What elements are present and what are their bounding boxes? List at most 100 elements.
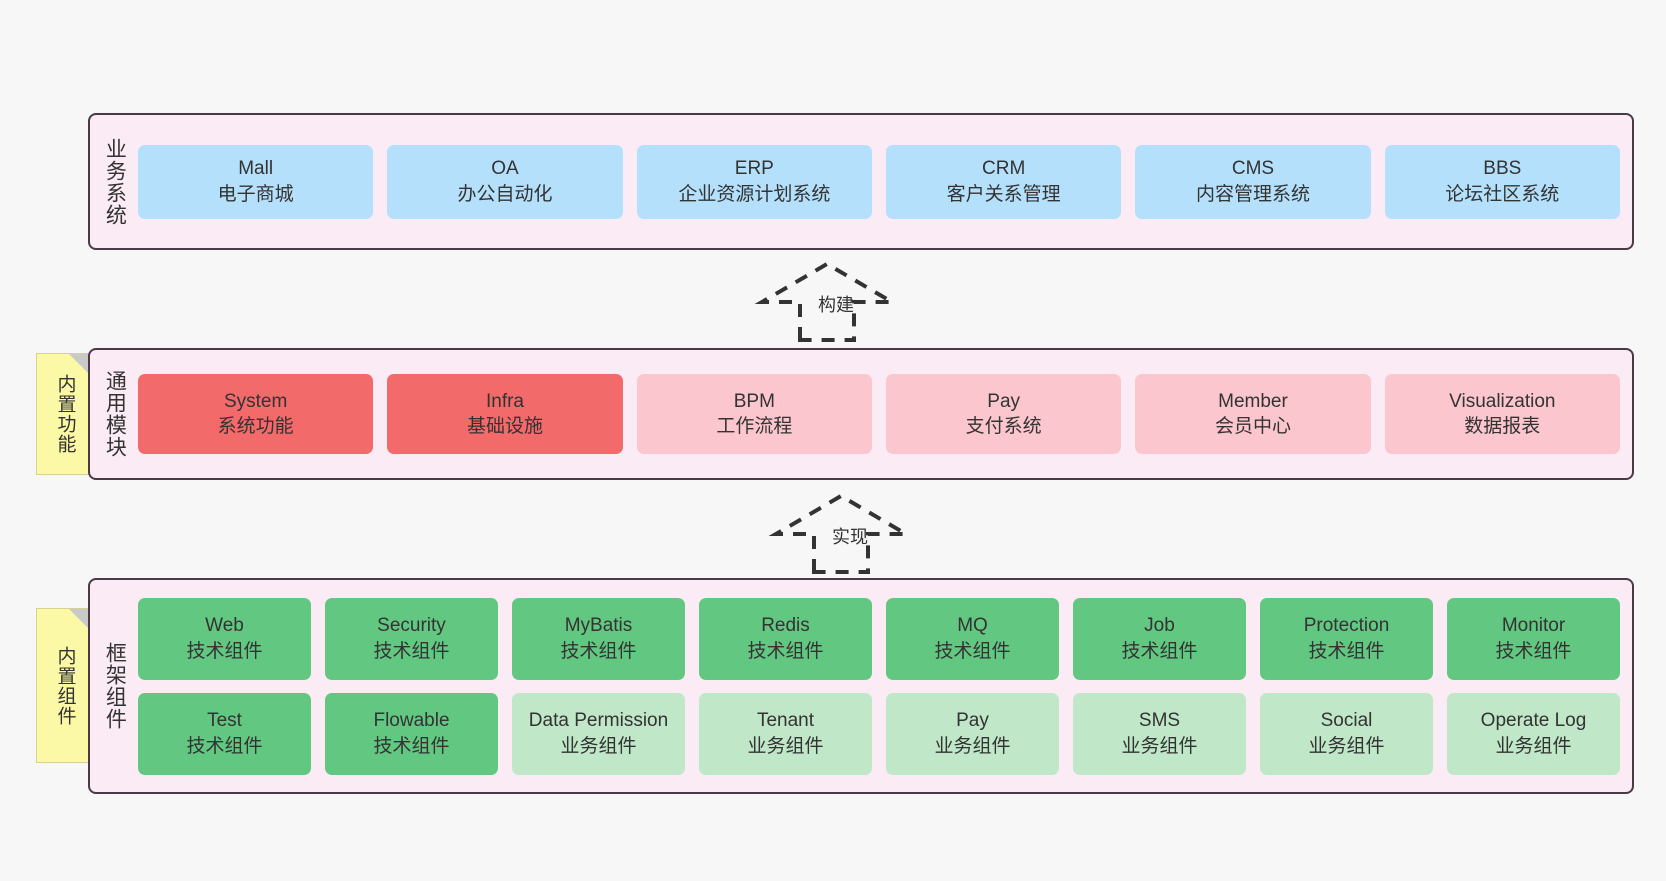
card-title: Member bbox=[1218, 390, 1288, 412]
card-title: Monitor bbox=[1501, 615, 1566, 637]
card-web[interactable]: Web 技术组件 bbox=[138, 597, 311, 680]
card-title: Test bbox=[207, 710, 242, 732]
layer-body-module: System 系统功能 Infra 基础设施 BPM 工作流程 Pay 支付系统… bbox=[138, 350, 1632, 478]
card-operate-log[interactable]: Operate Log 业务组件 bbox=[1447, 692, 1620, 775]
layer-common-module: 通用模块 System 系统功能 Infra 基础设施 BPM 工作流程 Pay… bbox=[88, 348, 1634, 480]
up-arrow-icon bbox=[754, 261, 900, 342]
card-title: Tenant bbox=[756, 710, 815, 732]
card-social[interactable]: Social 业务组件 bbox=[1260, 692, 1433, 775]
layer-title-module: 通用模块 bbox=[103, 370, 127, 458]
card-title: Social bbox=[1320, 710, 1373, 732]
arrow-build: 构建 bbox=[752, 258, 902, 348]
card-title: CRM bbox=[982, 158, 1026, 180]
card-title: Pay bbox=[987, 390, 1021, 412]
card-flowable[interactable]: Flowable 技术组件 bbox=[325, 692, 498, 775]
card-title: CMS bbox=[1231, 158, 1275, 180]
card-bpm[interactable]: BPM 工作流程 bbox=[636, 374, 872, 454]
card-mybatis[interactable]: MyBatis 技术组件 bbox=[512, 597, 685, 680]
note-label: 内置组件 bbox=[54, 645, 76, 726]
fold-corner-icon bbox=[69, 609, 91, 631]
card-title: SMS bbox=[1138, 710, 1181, 732]
card-subtitle: 业务组件 bbox=[560, 735, 637, 757]
card-cms[interactable]: CMS 内容管理系统 bbox=[1135, 144, 1371, 219]
card-crm[interactable]: CRM 客户关系管理 bbox=[885, 144, 1122, 219]
card-system[interactable]: System 系统功能 bbox=[138, 374, 374, 454]
layer-body-business: Mall 电子商城 OA 办公自动化 ERP 企业资源计划系统 CRM 客户关系… bbox=[138, 115, 1632, 248]
card-title: BBS bbox=[1483, 158, 1522, 180]
layer-title-business: 业务系统 bbox=[103, 137, 127, 226]
card-row: Mall 电子商城 OA 办公自动化 ERP 企业资源计划系统 CRM 客户关系… bbox=[138, 144, 1620, 219]
card-title: Data Permission bbox=[528, 710, 669, 732]
card-test[interactable]: Test 技术组件 bbox=[138, 692, 311, 775]
card-sms[interactable]: SMS 业务组件 bbox=[1073, 692, 1246, 775]
card-subtitle: 技术组件 bbox=[186, 735, 263, 757]
card-oa[interactable]: OA 办公自动化 bbox=[387, 144, 623, 219]
card-title: Web bbox=[205, 615, 244, 637]
layer-framework-component: 框架组件 Web 技术组件 Security 技术组件 MyBatis 技术组件… bbox=[88, 578, 1634, 794]
card-subtitle: 企业资源计划系统 bbox=[678, 183, 831, 205]
card-row: System 系统功能 Infra 基础设施 BPM 工作流程 Pay 支付系统… bbox=[138, 374, 1620, 454]
arrow-label: 构建 bbox=[818, 295, 854, 315]
card-subtitle: 客户关系管理 bbox=[946, 183, 1061, 205]
card-title: BPM bbox=[733, 390, 775, 412]
layer-business-system: 业务系统 Mall 电子商城 OA 办公自动化 ERP 企业资源计划系统 CRM… bbox=[88, 113, 1634, 250]
card-subtitle: 工作流程 bbox=[716, 416, 793, 437]
card-visualization[interactable]: Visualization 数据报表 bbox=[1384, 374, 1620, 454]
arrow-label: 实现 bbox=[832, 527, 868, 547]
card-subtitle: 基础设施 bbox=[466, 416, 543, 437]
card-subtitle: 内容管理系统 bbox=[1195, 183, 1310, 205]
card-mq[interactable]: MQ 技术组件 bbox=[886, 597, 1059, 680]
note-builtin-feature: 内置功能 bbox=[36, 353, 92, 475]
card-job[interactable]: Job 技术组件 bbox=[1073, 597, 1246, 680]
card-subtitle: 技术组件 bbox=[373, 735, 450, 757]
card-title: Flowable bbox=[373, 710, 450, 732]
note-label: 内置功能 bbox=[54, 374, 76, 454]
layer-body-framework: Web 技术组件 Security 技术组件 MyBatis 技术组件 Redi… bbox=[138, 580, 1632, 792]
card-subtitle: 业务组件 bbox=[934, 735, 1011, 757]
card-title: Security bbox=[377, 615, 446, 637]
note-builtin-component: 内置组件 bbox=[36, 608, 92, 763]
card-subtitle: 技术组件 bbox=[186, 640, 263, 662]
card-subtitle: 技术组件 bbox=[747, 640, 824, 662]
up-arrow-icon bbox=[768, 493, 914, 574]
card-subtitle: 业务组件 bbox=[747, 735, 824, 757]
card-title: ERP bbox=[734, 158, 774, 180]
fold-corner-icon bbox=[69, 354, 91, 376]
card-row: Test 技术组件 Flowable 技术组件 Data Permission … bbox=[138, 692, 1620, 775]
card-subtitle: 业务组件 bbox=[1121, 735, 1198, 757]
card-subtitle: 业务组件 bbox=[1495, 735, 1572, 757]
card-title: Infra bbox=[485, 390, 524, 412]
card-title: OA bbox=[491, 158, 519, 180]
card-title: Visualization bbox=[1449, 390, 1556, 412]
card-pay[interactable]: Pay 支付系统 bbox=[885, 374, 1122, 454]
card-pay-component[interactable]: Pay 业务组件 bbox=[886, 692, 1059, 775]
card-title: Operate Log bbox=[1480, 710, 1587, 732]
card-title: System bbox=[223, 390, 288, 412]
card-title: MyBatis bbox=[564, 615, 633, 637]
card-subtitle: 技术组件 bbox=[1308, 640, 1385, 662]
card-subtitle: 技术组件 bbox=[1121, 640, 1198, 662]
card-subtitle: 技术组件 bbox=[373, 640, 450, 662]
card-tenant[interactable]: Tenant 业务组件 bbox=[699, 692, 872, 775]
card-row: Web 技术组件 Security 技术组件 MyBatis 技术组件 Redi… bbox=[138, 597, 1620, 680]
card-subtitle: 业务组件 bbox=[1308, 735, 1385, 757]
card-redis[interactable]: Redis 技术组件 bbox=[699, 597, 872, 680]
card-data-permission[interactable]: Data Permission 业务组件 bbox=[512, 692, 685, 775]
card-security[interactable]: Security 技术组件 bbox=[325, 597, 498, 680]
card-member[interactable]: Member 会员中心 bbox=[1135, 374, 1371, 454]
card-subtitle: 电子商城 bbox=[217, 183, 294, 205]
card-protection[interactable]: Protection 技术组件 bbox=[1260, 597, 1433, 680]
card-monitor[interactable]: Monitor 技术组件 bbox=[1447, 597, 1620, 680]
card-erp[interactable]: ERP 企业资源计划系统 bbox=[636, 144, 872, 219]
card-subtitle: 支付系统 bbox=[965, 416, 1042, 437]
card-title: Protection bbox=[1303, 615, 1390, 637]
card-bbs[interactable]: BBS 论坛社区系统 bbox=[1384, 144, 1620, 219]
arrow-implement: 实现 bbox=[766, 490, 916, 580]
card-title: Redis bbox=[761, 615, 810, 637]
card-mall[interactable]: Mall 电子商城 bbox=[138, 144, 374, 219]
card-title: Pay bbox=[956, 710, 989, 732]
card-title: Mall bbox=[238, 158, 274, 180]
card-infra[interactable]: Infra 基础设施 bbox=[387, 374, 623, 454]
card-title: Job bbox=[1144, 615, 1175, 637]
